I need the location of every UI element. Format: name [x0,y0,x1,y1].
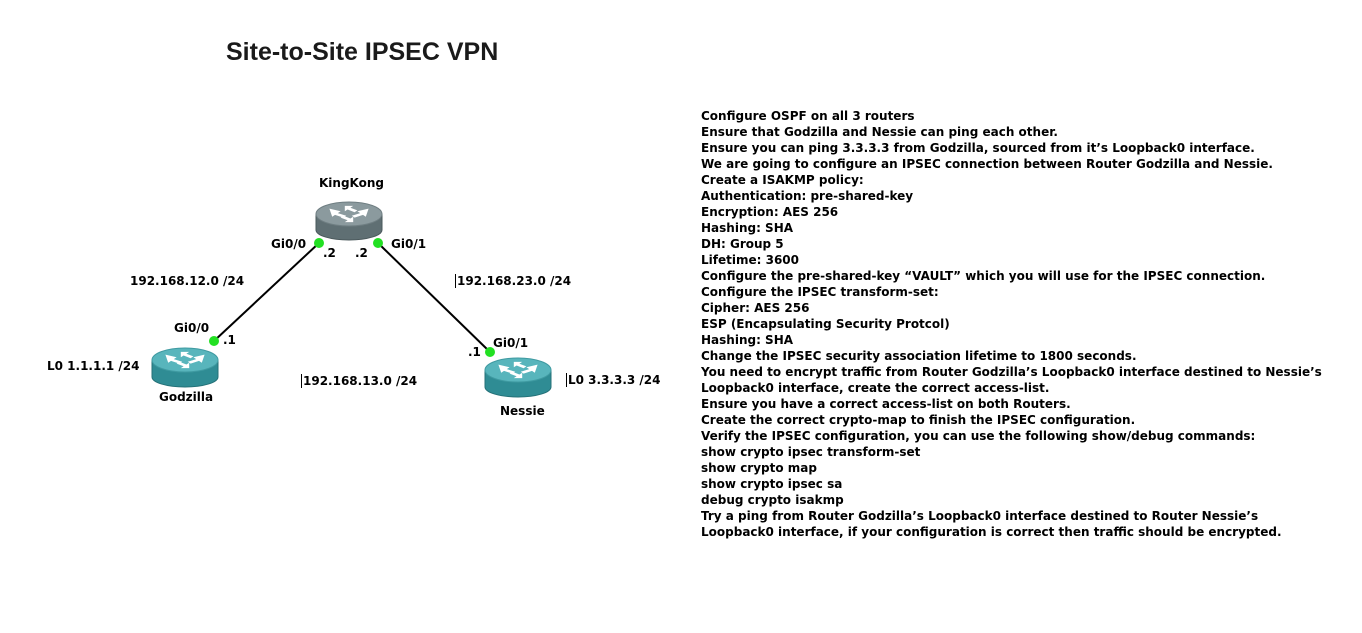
network-label-12: 192.168.12.0 /24 [130,274,245,288]
instruction-line: Encryption: AES 256 [701,205,839,219]
kingkong-gi01-host: .2 [355,246,368,260]
kingkong-gi00-label: Gi0/0 [271,237,307,251]
nessie-gi01-label: Gi0/1 [493,336,529,350]
router-nessie-icon[interactable] [484,357,552,398]
instruction-line: You need to encrypt traffic from Router … [701,365,1322,379]
status-dot-nessie-gi01 [485,347,495,357]
godzilla-loopback-label: L0 1.1.1.1 /24 [47,359,140,373]
instruction-line: Loopback0 interface, if your configurati… [701,525,1282,539]
instruction-line: Change the IPSEC security association li… [701,349,1137,363]
instruction-line: DH: Group 5 [701,237,784,251]
instruction-line: Authentication: pre-shared-key [701,189,914,203]
status-dot-godzilla-gi00 [209,336,219,346]
nessie-loopback-label: L0 3.3.3.3 /24 [566,373,661,387]
lab-instructions: Configure OSPF on all 3 routers Ensure t… [701,108,1322,540]
instruction-line: Configure the pre-shared-key “VAULT” whi… [701,269,1266,283]
instruction-line: show crypto ipsec sa [701,477,843,491]
instruction-line: Hashing: SHA [701,221,794,235]
instruction-line: We are going to configure an IPSEC conne… [701,157,1273,171]
nessie-gi01-host: .1 [468,345,481,359]
instruction-line: Try a ping from Router Godzilla’s Loopba… [701,509,1259,523]
router-godzilla-label: Godzilla [159,390,214,404]
instruction-line: debug crypto isakmp [701,493,844,507]
network-label-23: 192.168.23.0 /24 [455,274,572,288]
page-title: Site-to-Site IPSEC VPN [226,38,499,66]
instruction-line: Ensure you can ping 3.3.3.3 from Godzill… [701,141,1255,155]
link-kingkong-godzilla [213,242,320,342]
godzilla-gi00-host: .1 [223,333,236,347]
godzilla-gi00-label: Gi0/0 [174,321,210,335]
instruction-line: Cipher: AES 256 [701,301,810,315]
router-kingkong-icon[interactable] [315,201,383,241]
instruction-line: Create a ISAKMP policy: [701,173,864,187]
instruction-line: Verify the IPSEC configuration, you can … [701,429,1256,443]
instruction-line: Ensure you have a correct access-list on… [701,397,1071,411]
link-kingkong-nessie [377,242,491,353]
router-kingkong-label: KingKong [319,176,385,190]
router-nessie-label: Nessie [500,404,545,418]
instruction-line: Hashing: SHA [701,333,794,347]
instruction-line: Lifetime: 3600 [701,253,799,267]
instruction-line: Ensure that Godzilla and Nessie can ping… [701,125,1058,139]
kingkong-gi00-host: .2 [323,246,336,260]
router-godzilla-icon[interactable] [151,347,219,388]
instruction-line: show crypto map [701,461,817,475]
status-dot-kingkong-gi01 [373,238,383,248]
kingkong-gi01-label: Gi0/1 [391,237,427,251]
status-dot-kingkong-gi00 [314,238,324,248]
instruction-line: show crypto ipsec transform-set [701,445,921,459]
instruction-line: Configure OSPF on all 3 routers [701,109,915,123]
instruction-line: ESP (Encapsulating Security Protcol) [701,317,950,331]
network-label-13: 192.168.13.0 /24 [301,374,418,388]
instruction-line: Configure the IPSEC transform-set: [701,285,939,299]
instruction-line: Create the correct crypto-map to finish … [701,413,1136,427]
instruction-line: Loopback0 interface, create the correct … [701,381,1050,395]
